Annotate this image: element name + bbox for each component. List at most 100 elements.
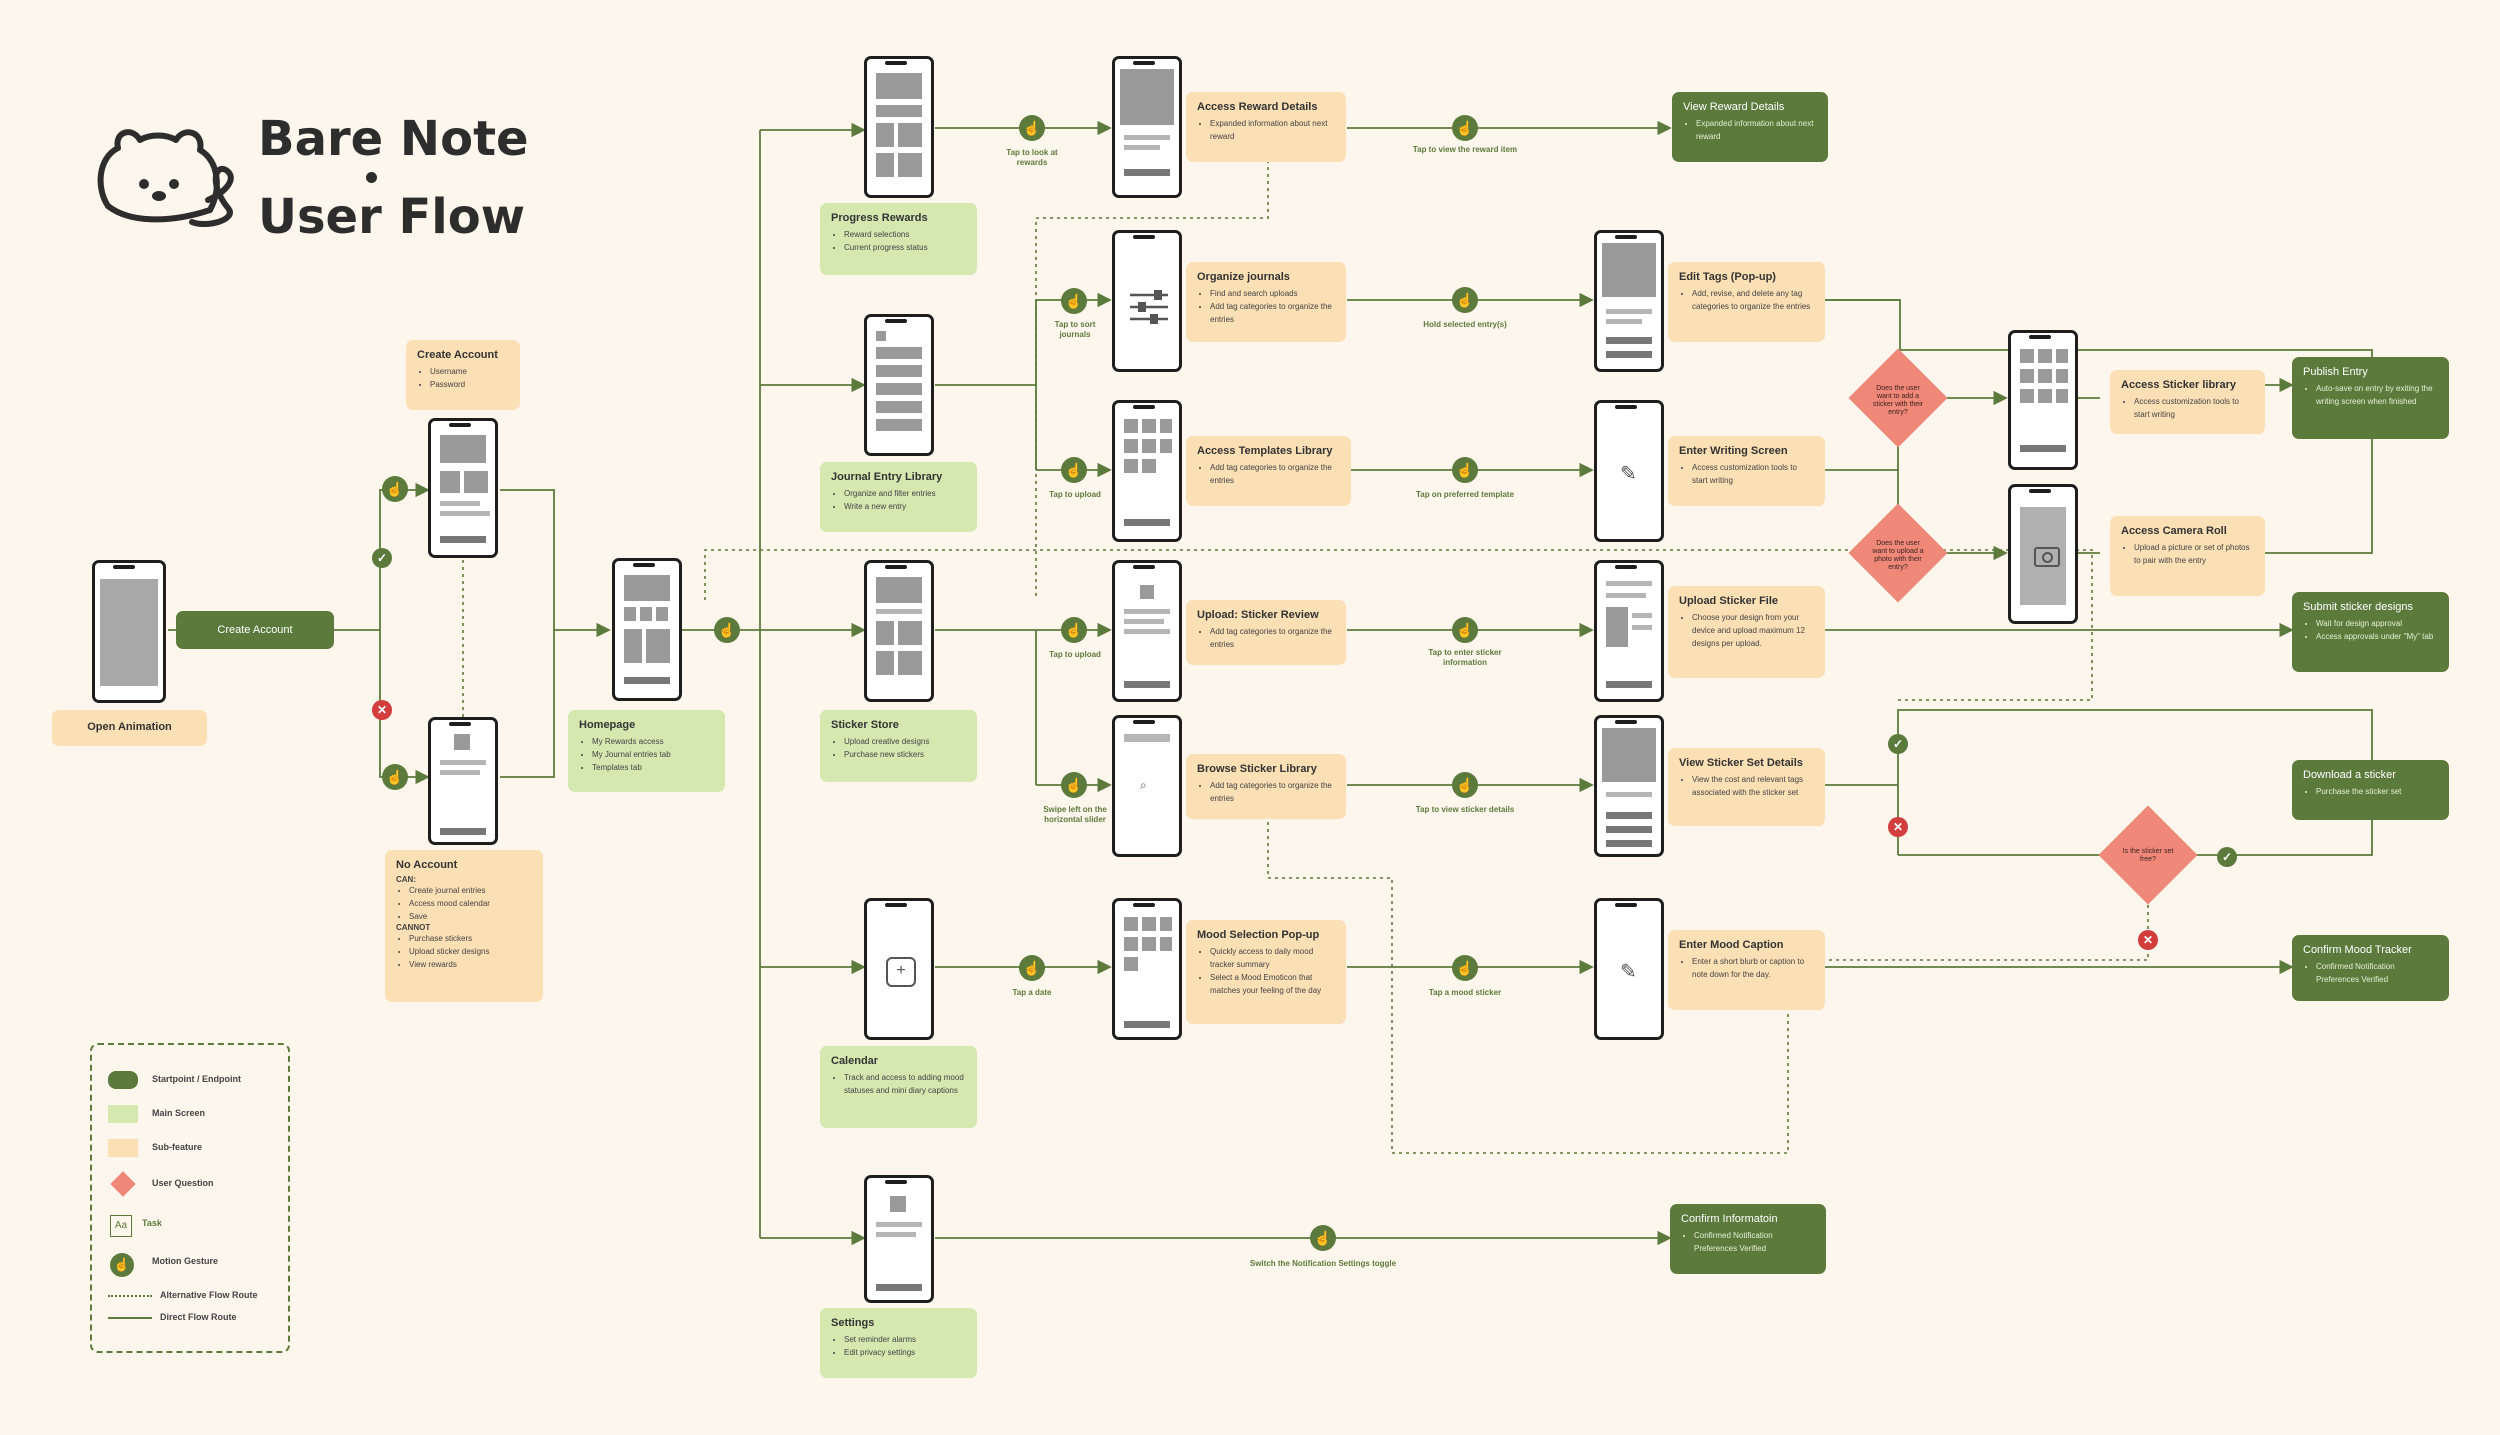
calendar-phone: + — [864, 898, 934, 1040]
edit-tags-phone — [1594, 230, 1664, 372]
mood-caption-phone: ✎ — [1594, 898, 1664, 1040]
sticker-details-phone — [1594, 715, 1664, 857]
question-upload-photo: Does the user want to upload a photo wit… — [1848, 503, 1948, 603]
camera-roll-phone — [2008, 484, 2078, 624]
endpoint-publish-entry: Publish EntryAuto-save on entry by exiti… — [2292, 357, 2449, 439]
hand-tap-icon: ☝ — [1019, 955, 1045, 981]
cross-icon: ✕ — [2138, 930, 2158, 950]
gesture-label: Hold selected entry(s) — [1423, 320, 1507, 329]
splash-phone — [92, 560, 166, 703]
hand-tap-icon: ☝ — [714, 617, 740, 643]
hand-tap-icon: ☝ — [1452, 772, 1478, 798]
question-sticker-free: Is the sticker set free? — [2098, 805, 2198, 905]
legend: Startpoint / Endpoint Main Screen Sub-fe… — [90, 1043, 290, 1353]
hand-tap-icon: ☝ — [1061, 457, 1087, 483]
hand-tap-icon: ☝ — [382, 764, 408, 790]
gesture-label: Swipe left on the horizontal slider — [1043, 805, 1107, 824]
endpoint-view-reward: View Reward DetailsExpanded information … — [1672, 92, 1828, 162]
hand-tap-icon: ☝ — [1061, 772, 1087, 798]
hand-tap-icon: ☝ — [1452, 287, 1478, 313]
gesture-label: Tap to sort journals — [1054, 320, 1096, 339]
sticker-library-card: Access Sticker libraryAccess customizati… — [2110, 370, 2265, 434]
open-animation-card: Open Animation — [52, 710, 207, 746]
organize-phone — [1112, 230, 1182, 372]
gesture-label: Tap to look at rewards — [1006, 148, 1058, 167]
sticker-library-phone — [2008, 330, 2078, 470]
writing-screen-card: Enter Writing ScreenAccess customization… — [1668, 436, 1825, 506]
organize-journals-card: Organize journalsFind and search uploads… — [1186, 262, 1346, 342]
magnifier-icon: ⌕ — [1140, 778, 1147, 792]
hand-tap-icon: ☝ — [1019, 115, 1045, 141]
endpoint-confirm-mood: Confirm Mood TrackerConfirmed Notificati… — [2292, 935, 2449, 1001]
mood-popup-card: Mood Selection Pop-upQuickly access to d… — [1186, 920, 1346, 1024]
writing-screen-phone: ✎ — [1594, 400, 1664, 542]
gesture-label: Tap a date — [1012, 988, 1052, 997]
cross-icon: ✕ — [372, 700, 392, 720]
templates-library-card: Access Templates LibraryAdd tag categori… — [1186, 436, 1351, 506]
title-line-1: Bare Note — [258, 111, 529, 167]
pencil-icon: ✎ — [1620, 463, 1637, 485]
mood-popup-phone — [1112, 898, 1182, 1040]
hand-tap-icon: ☝ — [1310, 1225, 1336, 1251]
settings-card: Settings Set reminder alarmsEdit privacy… — [820, 1308, 977, 1378]
sticker-store-phone — [864, 560, 934, 702]
camera-icon — [2034, 547, 2060, 567]
no-account-card: No Account CAN: Create journal entriesAc… — [385, 850, 543, 1002]
calendar-add-icon: + — [886, 957, 916, 987]
mood-caption-card: Enter Mood CaptionEnter a short blurb or… — [1668, 930, 1825, 1010]
hand-tap-icon: ☝ — [1452, 115, 1478, 141]
templates-phone — [1112, 400, 1182, 542]
reward-detail-phone — [1112, 56, 1182, 198]
settings-phone — [864, 1175, 934, 1303]
check-icon: ✓ — [1888, 734, 1908, 754]
sticker-details-card: View Sticker Set DetailsView the cost an… — [1668, 748, 1825, 826]
browse-library-card: Browse Sticker LibraryAdd tag categories… — [1186, 754, 1346, 819]
sliders-icon — [1128, 287, 1170, 327]
homepage-phone — [612, 558, 682, 701]
create-account-card: Create Account UsernamePassword — [406, 340, 520, 410]
hand-tap-icon: ☝ — [1452, 457, 1478, 483]
browse-phone: ⌕ — [1112, 715, 1182, 857]
title-dot — [366, 172, 377, 183]
hand-tap-icon: ☝ — [1452, 955, 1478, 981]
cross-icon: ✕ — [1888, 817, 1908, 837]
endpoint-submit-designs: Submit sticker designsWait for design ap… — [2292, 592, 2449, 672]
title-line-2: User Flow — [258, 189, 526, 245]
no-account-phone — [428, 717, 498, 845]
sticker-store-card: Sticker Store Upload creative designsPur… — [820, 710, 977, 782]
edit-tags-card: Edit Tags (Pop-up)Add, revise, and delet… — [1668, 262, 1825, 342]
upload-review-card: Upload: Sticker ReviewAdd tag categories… — [1186, 600, 1346, 665]
upload-file-card: Upload Sticker FileChoose your design fr… — [1668, 586, 1825, 678]
hand-tap-icon: ☝ — [382, 476, 408, 502]
bear-logo-icon — [88, 118, 238, 238]
gesture-label: Tap on preferred template — [1415, 490, 1515, 499]
upload-file-phone — [1594, 560, 1664, 702]
question-add-sticker: Does the user want to add a sticker with… — [1848, 348, 1948, 448]
gesture-label: Tap to enter sticker information — [1428, 648, 1502, 667]
endpoint-confirm-info: Confirm InformatoinConfirmed Notificatio… — [1670, 1204, 1826, 1274]
progress-rewards-card: Progress Rewards Reward selectionsCurren… — [820, 203, 977, 275]
hand-tap-icon: ☝ — [1061, 617, 1087, 643]
gesture-label: Switch the Notification Settings toggle — [1249, 1259, 1397, 1268]
access-reward-card: Access Reward DetailsExpanded informatio… — [1186, 92, 1346, 162]
endpoint-download-sticker: Download a stickerPurchase the sticker s… — [2292, 760, 2449, 820]
gesture-label: Tap to view the reward item — [1412, 145, 1518, 154]
hand-tap-icon: ☝ — [110, 1253, 134, 1277]
camera-roll-card: Access Camera RollUpload a picture or se… — [2110, 516, 2265, 596]
homepage-card: Homepage My Rewards accessMy Journal ent… — [568, 710, 725, 792]
gesture-label: Tap to upload — [1049, 650, 1101, 659]
task-icon: Aa — [110, 1215, 132, 1237]
journal-library-phone — [864, 314, 934, 456]
calendar-card: Calendar Track and access to adding mood… — [820, 1046, 977, 1128]
upload-review-phone — [1112, 560, 1182, 702]
journal-library-card: Journal Entry Library Organize and filte… — [820, 462, 977, 532]
create-account-button[interactable]: Create Account — [176, 611, 334, 649]
hand-tap-icon: ☝ — [1061, 288, 1087, 314]
create-account-phone — [428, 418, 498, 558]
gesture-label: Tap to upload — [1049, 490, 1101, 499]
gesture-label: Tap a mood sticker — [1428, 988, 1502, 997]
pencil-icon: ✎ — [1620, 961, 1637, 983]
check-icon: ✓ — [372, 548, 392, 568]
gesture-label: Tap to view sticker details — [1415, 805, 1515, 814]
